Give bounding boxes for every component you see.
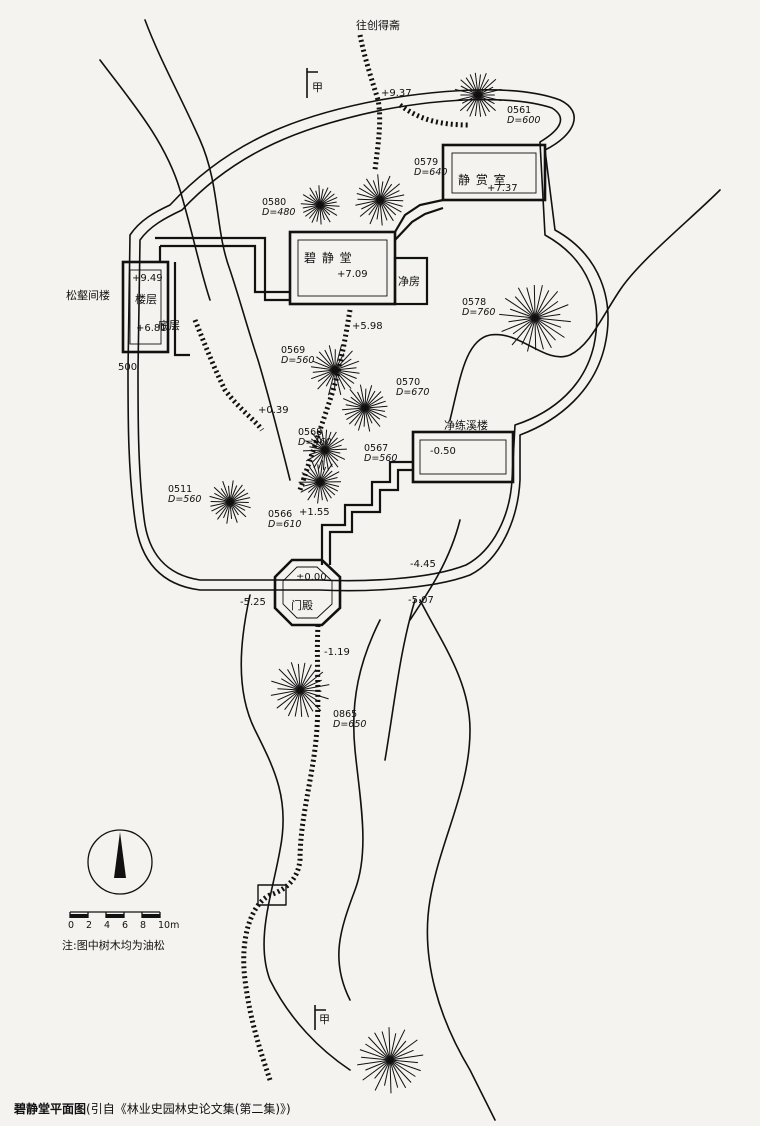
stream-lower-mid	[338, 619, 381, 1001]
scale-tick-0: 0	[68, 920, 75, 931]
scale-tick-10m: 10m	[158, 920, 180, 931]
stream-left-a	[144, 19, 291, 481]
stone-path-top2	[398, 102, 471, 128]
stream-lower-right	[419, 599, 496, 1121]
section-mark-label-bottom: 甲	[319, 1013, 330, 1026]
stream-lower-left	[240, 594, 351, 1071]
pine-tree-icon	[454, 72, 502, 117]
north-arrow-circle	[87, 829, 153, 895]
label-louceng: 楼层	[135, 293, 157, 306]
stream-mid	[384, 599, 416, 761]
elev-5: +6.81	[136, 323, 167, 334]
elev-11: -4.45	[410, 559, 436, 570]
elev-4: +9.49	[132, 273, 163, 284]
elev-1: +9.37	[381, 88, 412, 99]
elev-12: -5.25	[240, 597, 266, 608]
pine-tree-icon	[302, 429, 347, 471]
stream-right	[449, 189, 721, 421]
corridor-west	[155, 236, 290, 302]
elev-6: +5.98	[352, 321, 383, 332]
elev-14: -1.19	[324, 647, 350, 658]
pine-tree-icon	[270, 662, 330, 718]
pine-tree-icon	[209, 480, 251, 524]
section-mark-bottom	[314, 1005, 326, 1030]
pine-tree-icon	[341, 384, 388, 432]
label-jingshang: 静 赏 室	[458, 173, 507, 187]
pine-tree-icon	[298, 460, 342, 504]
label-mendian: 门殿	[291, 599, 313, 612]
bldg-jinglian	[411, 430, 515, 484]
section-mark-top	[306, 68, 318, 98]
section-mark-label-top: 甲	[312, 81, 323, 94]
pine-tree-icon	[499, 284, 571, 352]
elev-8: -0.50	[430, 446, 456, 457]
stone-path-mid	[297, 309, 353, 491]
figure-caption: 碧静堂平面图(引自《林业史园林史论文集(第二集)》)	[14, 1100, 291, 1117]
stone-path-left	[192, 319, 265, 432]
elev-3: +7.09	[337, 269, 368, 280]
elev-2: +7.37	[487, 183, 518, 194]
elev-15: 500	[118, 362, 138, 373]
pine-tree-icon	[310, 344, 360, 396]
caption-source: (引自《林业史园林史论文集(第二集)》)	[86, 1102, 291, 1116]
bldg-bijing	[288, 230, 397, 306]
label-jingfang: 净房	[398, 275, 420, 288]
scale-tick-8: 8	[140, 920, 147, 931]
bldg-mendian	[273, 558, 342, 627]
bldg-jingshang	[441, 143, 547, 202]
stone-path-top	[357, 34, 383, 171]
bridge	[257, 884, 287, 906]
pine-tree-icon	[300, 185, 340, 225]
bldg-jingfang	[393, 256, 429, 306]
corridor-top	[394, 198, 444, 241]
top-destination-label: 往创得斋	[356, 19, 400, 32]
stream-right-2	[409, 519, 461, 621]
label-jinglian: 净练溪楼	[444, 419, 488, 432]
elev-13: -5.07	[408, 595, 434, 606]
scale-tick-2: 2	[86, 920, 93, 931]
enclosure-wall-inner	[137, 98, 598, 582]
enclosure-wall	[127, 89, 609, 592]
elev-7: +0.39	[258, 405, 289, 416]
label-bijing: 碧 静 堂	[304, 251, 353, 265]
scale-tick-4: 4	[104, 920, 111, 931]
pine-tree-icon	[357, 1027, 424, 1094]
tree-note: 注:图中树木均为油松	[62, 939, 165, 952]
label-diceng: 底层	[158, 319, 180, 332]
elev-9: +1.55	[299, 507, 330, 518]
north-arrow-needle	[114, 832, 126, 878]
caption-title: 碧静堂平面图	[14, 1102, 87, 1116]
bldg-songhe	[121, 260, 170, 354]
elev-10: ±0.00	[296, 572, 327, 583]
stream-left-b	[99, 59, 211, 301]
label-songhe: 松壑间楼	[66, 289, 110, 302]
stone-path-lower	[241, 624, 321, 1081]
pine-tree-icon	[355, 174, 405, 226]
scale-tick-6: 6	[122, 920, 129, 931]
corridor-stepped	[320, 460, 413, 565]
